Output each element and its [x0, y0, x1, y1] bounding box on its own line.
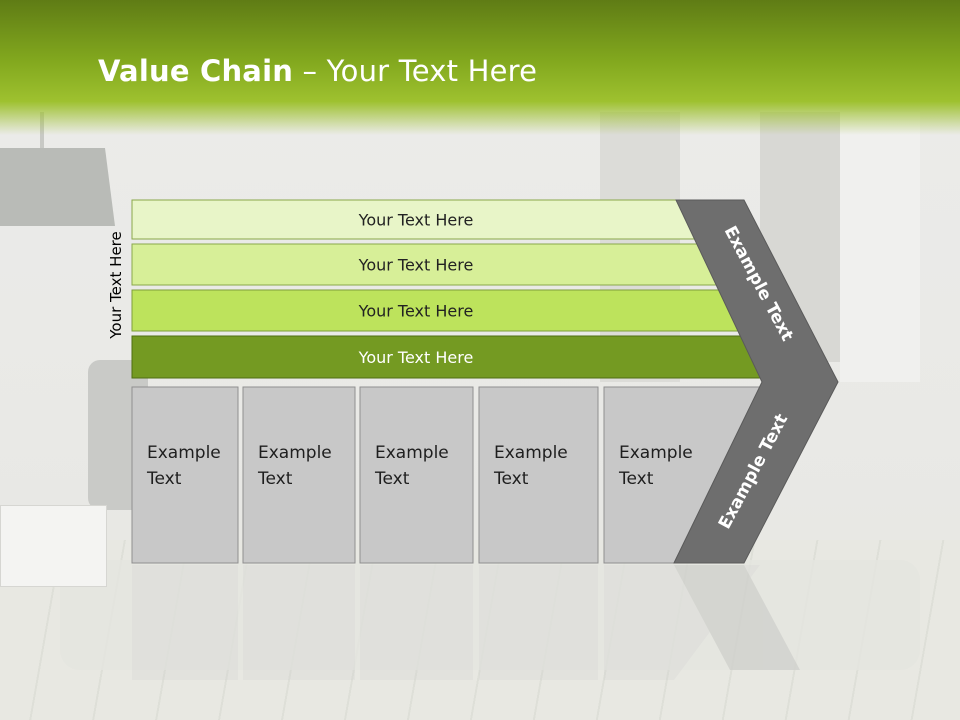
lamp-decoration [0, 148, 115, 226]
diagram-reflection [132, 565, 800, 680]
table-decoration [0, 505, 107, 587]
title-banner [0, 0, 960, 135]
activity-box-line2: Text [146, 469, 182, 489]
rug-background [60, 560, 920, 670]
activity-box-line2: Text [493, 469, 529, 489]
activity-box-line1: Example [258, 443, 332, 463]
chevron-shape [673, 199, 839, 564]
activity-box-reflection [360, 565, 473, 680]
activity-box-line1: Example [375, 443, 449, 463]
row-label: Your Text Here [358, 211, 474, 230]
row-label: Your Text Here [358, 302, 474, 321]
cabinet-decoration [840, 112, 920, 382]
activity-box-reflection [243, 565, 355, 680]
activity-box-reflection [604, 565, 760, 680]
activity-box-line2: Text [374, 469, 410, 489]
activity-box-line1: Example [494, 443, 568, 463]
activity-box-line2: Text [257, 469, 293, 489]
title-rest: – Your Text Here [293, 54, 538, 88]
activity-box-line1: Example [147, 443, 221, 463]
activity-box-reflection [132, 565, 238, 680]
activity-box [359, 386, 474, 564]
slide-title: Value Chain – Your Text Here [98, 54, 537, 88]
activity-box-line2: Text [618, 469, 654, 489]
activity-box [242, 386, 356, 564]
activity-box [478, 386, 599, 564]
title-bold: Value Chain [98, 54, 294, 88]
row-label: Your Text Here [358, 256, 474, 275]
activity-box-reflection [479, 565, 598, 680]
chevron-reflection [674, 565, 800, 670]
row-label: Your Text Here [358, 348, 474, 367]
activity-box-line1: Example [619, 443, 693, 463]
activity-box [131, 386, 239, 564]
